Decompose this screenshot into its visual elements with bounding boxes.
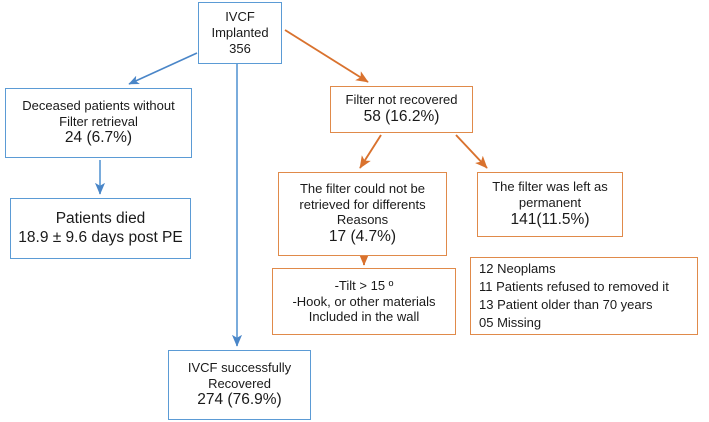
- node-ivcf-successfully-recovered[interactable]: IVCF successfully Recovered 274 (76.9%): [168, 350, 311, 420]
- list-item: 12 Neoplams: [479, 261, 556, 277]
- connector-not-recovered-to-reasons: [359, 134, 382, 169]
- node-line: retrieved for differents: [299, 196, 426, 212]
- node-line: 24 (6.7%): [64, 129, 133, 147]
- node-filter-not-retrieved-reasons[interactable]: The filter could not be retrieved for di…: [278, 172, 447, 256]
- node-line: The filter was left as: [492, 179, 608, 195]
- node-line: IVCF successfully: [187, 359, 292, 375]
- node-line: Deceased patients without: [22, 97, 175, 113]
- node-line: IVCF: [225, 9, 255, 25]
- node-line: Filter not recovered: [345, 92, 458, 108]
- connector-implanted-to-filter-not-recovered: [284, 29, 369, 83]
- node-line: Included in the wall: [308, 309, 420, 325]
- list-item: 05 Missing: [479, 314, 542, 330]
- node-tilt-hook-reasons[interactable]: -Tilt > 15 º -Hook, or other materials I…: [272, 268, 456, 335]
- node-line: 274 (76.9%): [197, 391, 282, 409]
- node-filter-left-permanent[interactable]: The filter was left as permanent 141(11.…: [477, 172, 623, 237]
- node-line: 17 (4.7%): [328, 228, 397, 246]
- list-item: 11 Patients refused to removed it: [479, 279, 669, 295]
- node-line: -Hook, or other materials: [292, 293, 436, 309]
- node-permanent-reason-list[interactable]: 12 Neoplams 11 Patients refused to remov…: [470, 257, 698, 335]
- node-ivcf-implanted[interactable]: IVCF Implanted 356: [198, 2, 282, 64]
- node-line: Patients died: [55, 209, 146, 227]
- list-item: 13 Patient older than 70 years: [479, 297, 653, 312]
- connector-implanted-to-deceased: [128, 52, 198, 85]
- node-line: permanent: [518, 195, 582, 211]
- node-line: Recovered: [208, 375, 271, 391]
- node-deceased-without-retrieval[interactable]: Deceased patients without Filter retriev…: [5, 88, 192, 158]
- node-line: 356: [229, 40, 251, 56]
- node-line: 58 (16.2%): [363, 107, 440, 125]
- node-line: Reasons: [336, 212, 389, 228]
- node-line: Filter retrieval: [59, 113, 138, 129]
- node-line: 18.9 ± 9.6 days post PE: [18, 228, 183, 246]
- node-filter-not-recovered[interactable]: Filter not recovered 58 (16.2%): [330, 86, 473, 133]
- node-line: Implanted: [211, 25, 269, 41]
- connector-not-recovered-to-permanent: [455, 134, 488, 169]
- node-line: The filter could not be: [299, 180, 426, 196]
- node-patients-died[interactable]: Patients died 18.9 ± 9.6 days post PE: [10, 198, 191, 259]
- node-line: -Tilt > 15 º: [334, 277, 394, 293]
- node-line: 141(11.5%): [510, 210, 590, 228]
